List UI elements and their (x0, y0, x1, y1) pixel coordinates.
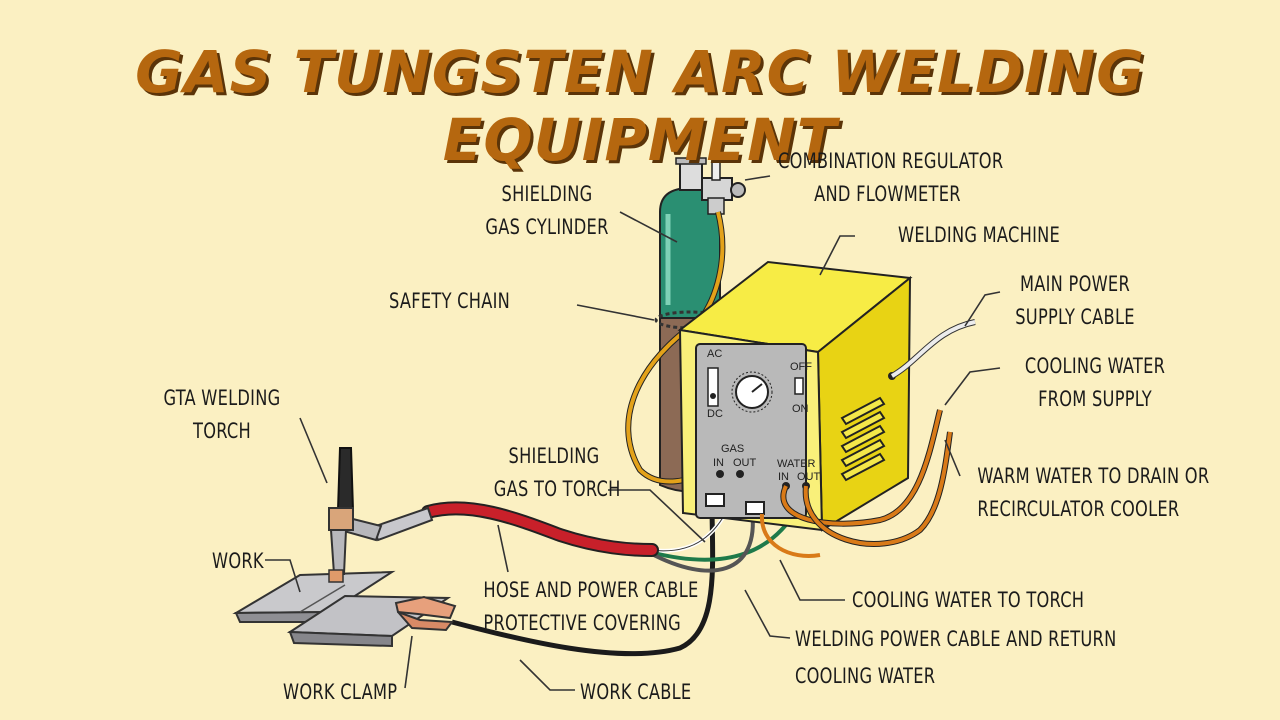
label-line: PROTECTIVE COVERING (483, 611, 681, 635)
label-line: GAS TO TORCH (493, 477, 621, 501)
label-line: COOLING WATER (795, 664, 936, 688)
gta-welding-torch (328, 447, 434, 583)
label-line: SHIELDING (501, 182, 593, 206)
label-gta-welding-torch: GTA WELDING TORCH (162, 382, 282, 448)
panel-gas-in-label: IN (713, 457, 724, 469)
label-line: AND FLOWMETER (814, 182, 961, 206)
label-line: WARM WATER TO DRAIN OR (977, 464, 1210, 488)
label-shielding-gas-cylinder: SHIELDING GAS CYLINDER (474, 178, 620, 244)
panel-dc-label: DC (707, 408, 723, 420)
label-warm-water: WARM WATER TO DRAIN OR RECIRCULATOR COOL… (977, 460, 1210, 526)
panel-water-out-label: OUT (797, 471, 821, 483)
label-main-power-supply-cable: MAIN POWER SUPPLY CABLE (1011, 268, 1140, 334)
work-cable (451, 503, 716, 657)
label-combination-regulator: COMBINATION REGULATOR AND FLOWMETER (778, 145, 1003, 211)
label-line: RECIRCULATOR COOLER (977, 497, 1180, 521)
label-welding-power-cable: WELDING POWER CABLE AND RETURN COOLING W… (795, 623, 1117, 693)
label-line: SUPPLY CABLE (1015, 305, 1135, 329)
label-line: GAS CYLINDER (485, 215, 609, 239)
label-line: MAIN POWER (1019, 272, 1131, 296)
label-work-cable: WORK CABLE (580, 680, 692, 704)
label-line: COOLING WATER (1024, 354, 1166, 378)
label-line: HOSE AND POWER CABLE (483, 578, 699, 602)
label-line: SHIELDING (508, 444, 600, 468)
label-line: TORCH (193, 419, 251, 443)
panel-ac-label: AC (707, 348, 723, 360)
label-hose-and-power-cable: HOSE AND POWER CABLE PROTECTIVE COVERING (483, 574, 699, 640)
label-cooling-water-to-torch: COOLING WATER TO TORCH (852, 588, 1085, 612)
power-return-cable (649, 509, 755, 573)
label-line: FROM SUPPLY (1038, 387, 1152, 411)
panel-water-label: WATER (777, 458, 816, 470)
label-line: COMBINATION REGULATOR (778, 149, 1004, 173)
label-line: WELDING POWER CABLE AND RETURN (795, 627, 1117, 651)
label-welding-machine: WELDING MACHINE (898, 223, 1061, 247)
page-title: GAS TUNGSTEN ARC WELDING EQUIPMENT (135, 38, 1145, 174)
label-line: GTA WELDING (163, 386, 281, 410)
welding-machine (677, 260, 913, 532)
label-safety-chain: SAFETY CHAIN (389, 289, 511, 313)
leader-lines (265, 175, 1001, 691)
panel-on-label: ON (792, 403, 809, 415)
label-work: WORK (212, 549, 264, 573)
label-work-clamp: WORK CLAMP (283, 680, 398, 704)
label-shielding-gas-to-torch: SHIELDING GAS TO TORCH (493, 440, 621, 506)
label-cooling-water-from-supply: COOLING WATER FROM SUPPLY (1022, 350, 1168, 416)
panel-water-in-label: IN (778, 471, 789, 483)
drain-hose-extra (759, 513, 821, 558)
panel-off-label: OFF (790, 361, 812, 373)
work-clamp (394, 595, 457, 632)
panel-gas-label: GAS (721, 443, 745, 455)
panel-gas-out-label: OUT (733, 457, 757, 469)
